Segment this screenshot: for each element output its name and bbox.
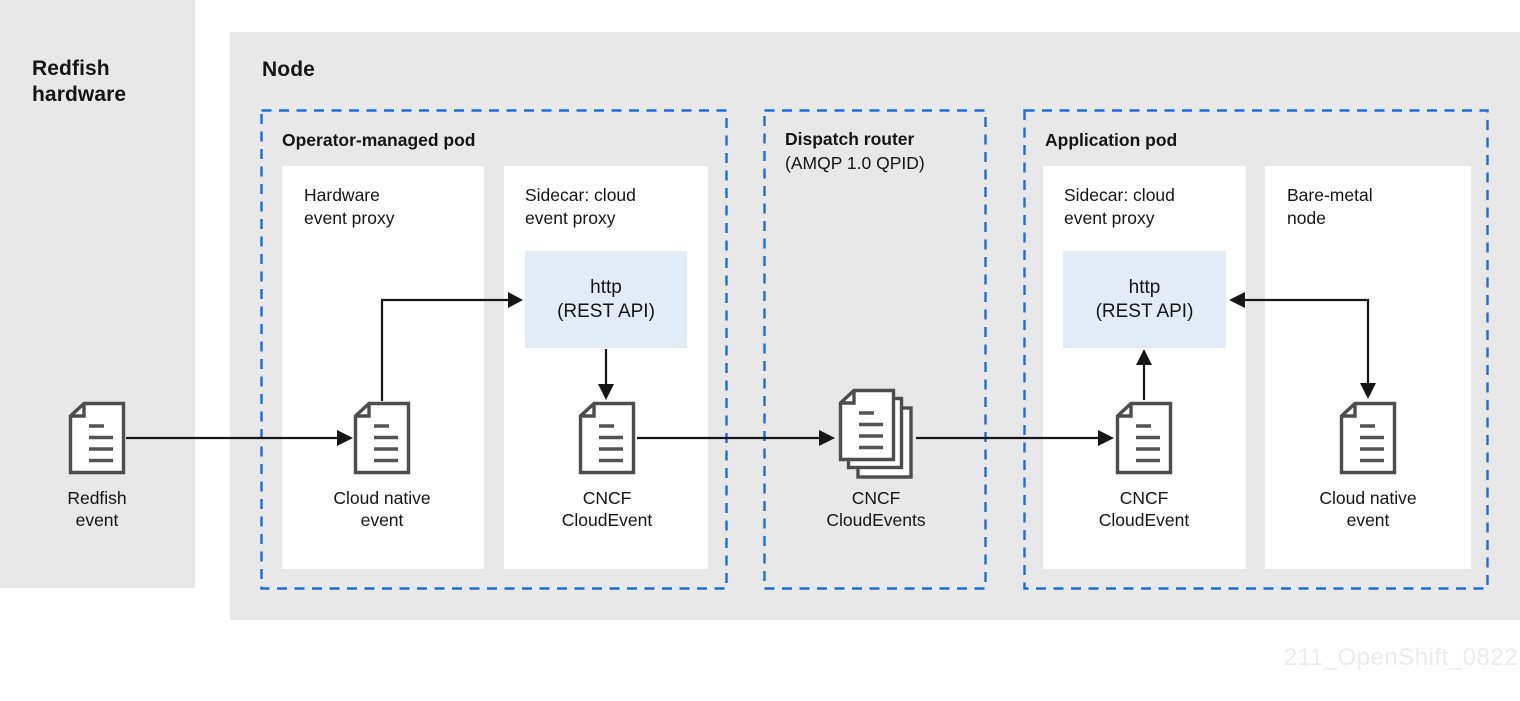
cncf-cloudevent-label-line2: CloudEvent	[561, 509, 653, 530]
cncf-cloudevents-label-line1: CNCF	[851, 488, 901, 508]
http-label-line2: (REST API)	[1095, 300, 1194, 322]
sidecar-operator-label: Sidecar: cloud event proxy	[525, 184, 695, 230]
document-stack-icon	[838, 388, 913, 479]
hardware-event-proxy-label-line1: Hardware	[304, 185, 380, 205]
document-icon	[353, 401, 411, 475]
operator-managed-pod-box	[260, 109, 728, 590]
cloud-native-event-label-line1: Cloud native	[1319, 488, 1417, 508]
operator-managed-pod-label: Operator-managed pod	[282, 130, 476, 150]
redfish-event-label: Redfish event	[12, 488, 182, 531]
redfish-hardware-title: Redfish hardware	[32, 56, 182, 108]
watermark-text: 211_OpenShift_0822	[1283, 644, 1518, 671]
cncf-cloudevent-label-line1: CNCF	[1119, 488, 1169, 508]
sidecar-operator-label-line2: event proxy	[525, 208, 616, 228]
http-rest-api-box-operator: http (REST API)	[525, 251, 687, 348]
http-rest-api-label-application: http (REST API)	[1096, 276, 1194, 324]
node-title: Node	[262, 58, 315, 81]
document-icon	[1339, 401, 1397, 475]
cncf-cloudevents-label-line2: CloudEvents	[826, 509, 926, 530]
bare-metal-node-label-line1: Bare-metal	[1287, 185, 1373, 205]
http-rest-api-box-application: http (REST API)	[1063, 251, 1226, 348]
cncf-cloudevent-label-line1: CNCF	[582, 488, 632, 508]
dispatch-router-box	[763, 109, 987, 590]
sidecar-application-label: Sidecar: cloud event proxy	[1064, 184, 1234, 230]
document-icon	[68, 401, 126, 475]
http-label-line1: http	[1128, 276, 1161, 298]
redfish-event-label-line2: event	[75, 509, 119, 530]
dispatch-router-label: Dispatch router	[785, 129, 915, 149]
cncf-cloudevent-label-application: CNCF CloudEvent	[1059, 488, 1229, 531]
cloud-native-event-label-operator: Cloud native event	[297, 488, 467, 531]
cloud-native-event-label-line2: event	[1346, 509, 1390, 530]
bare-metal-node-label: Bare-metal node	[1287, 184, 1457, 230]
dispatch-router-border	[763, 109, 987, 590]
bare-metal-node-label-line2: node	[1287, 208, 1326, 228]
http-label-line1: http	[590, 276, 622, 298]
cncf-cloudevent-label-operator: CNCF CloudEvent	[522, 488, 692, 531]
redfish-hardware-panel	[0, 0, 195, 588]
redfish-event-label-line1: Redfish	[67, 488, 127, 508]
cloud-native-event-label-line1: Cloud native	[333, 488, 431, 508]
sidecar-application-label-line1: Sidecar: cloud	[1064, 185, 1175, 205]
redfish-hardware-title-line1: Redfish	[32, 57, 110, 80]
application-pod-label: Application pod	[1045, 130, 1178, 150]
document-icon	[578, 401, 636, 475]
dispatch-router-sublabel: (AMQP 1.0 QPID)	[785, 153, 925, 173]
http-label-line2: (REST API)	[557, 300, 655, 322]
dispatch-router-label-block: Dispatch router (AMQP 1.0 QPID)	[785, 127, 925, 175]
application-pod-border	[1023, 109, 1489, 590]
http-rest-api-label-operator: http (REST API)	[557, 276, 655, 324]
cncf-cloudevent-label-line2: CloudEvent	[1098, 509, 1190, 530]
cloud-native-event-label-line2: event	[360, 509, 404, 530]
hardware-event-proxy-label: Hardware event proxy	[304, 184, 474, 230]
document-icon	[1115, 401, 1173, 475]
hardware-event-proxy-label-line2: event proxy	[304, 208, 395, 228]
redfish-hardware-title-line2: hardware	[32, 83, 127, 106]
cloud-native-event-label-baremetal: Cloud native event	[1283, 488, 1453, 531]
sidecar-application-label-line2: event proxy	[1064, 208, 1155, 228]
operator-managed-pod-border	[260, 109, 728, 590]
application-pod-box	[1023, 109, 1489, 590]
cncf-cloudevents-label-router: CNCF CloudEvents	[791, 488, 961, 531]
sidecar-operator-label-line1: Sidecar: cloud	[525, 185, 636, 205]
